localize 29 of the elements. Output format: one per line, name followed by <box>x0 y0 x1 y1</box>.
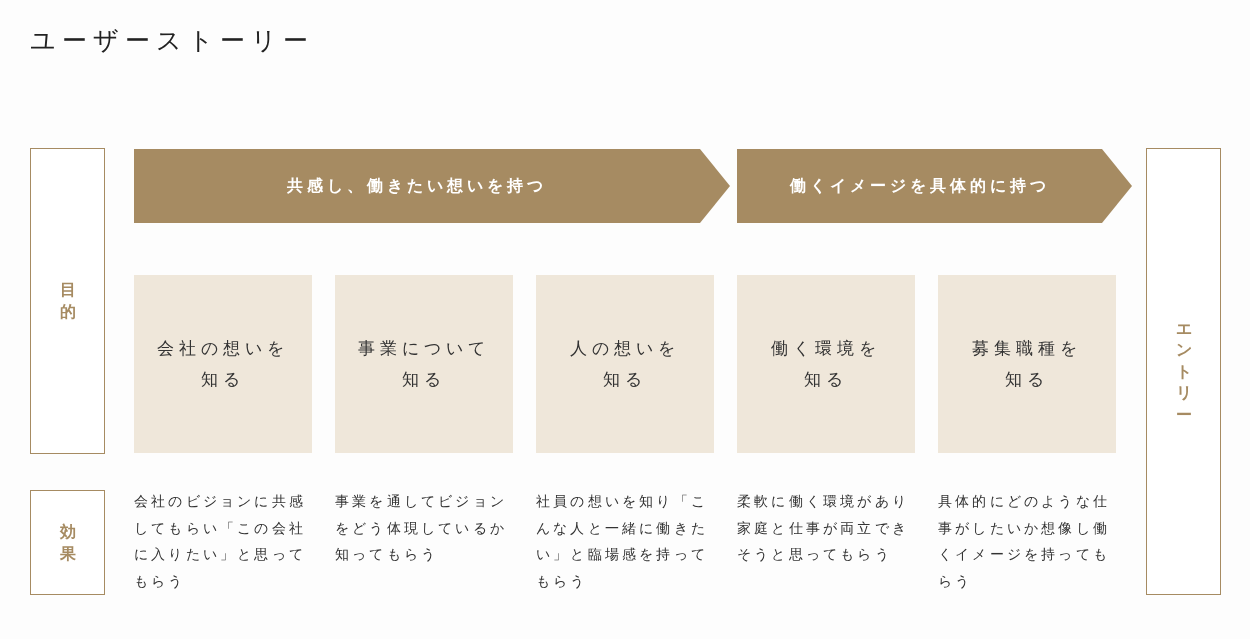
label-box <box>30 148 105 454</box>
effect-text: 社員の想いを知り「こんな人と一緒に働きたい」と臨場感を持ってもらう <box>536 492 709 591</box>
step-card <box>737 275 915 453</box>
page-title: ユーザーストーリー <box>30 25 314 57</box>
step-card <box>335 275 513 453</box>
card-text: 働く環境を <box>771 337 881 360</box>
card-text: 知る <box>603 368 647 391</box>
card-text: 会社の想いを <box>157 337 289 360</box>
label-box <box>30 490 105 595</box>
effect-text: 具体的にどのような仕事がしたいか想像し働くイメージを持ってもらう <box>938 492 1111 591</box>
vertical-label: 効果 <box>59 520 76 565</box>
card-text: 知る <box>402 368 446 391</box>
vertical-label: 目的 <box>59 279 76 323</box>
effect-text: 事業を通してビジョンをどう体現しているか知ってもらう <box>335 492 508 564</box>
card-text: 知る <box>804 368 848 391</box>
effect-text: 柔軟に働く環境があり家庭と仕事が両立できそうと思ってもらう <box>737 492 910 564</box>
banner-text: 働くイメージを具体的に持つ <box>789 175 1051 197</box>
card-text: 募集職種を <box>972 337 1082 360</box>
card-text: 人の想いを <box>570 337 680 360</box>
banner-text: 共感し、働きたい想いを持つ <box>287 175 548 197</box>
step-card <box>134 275 312 453</box>
card-text: 事業について <box>358 337 490 360</box>
effect-text: 会社のビジョンに共感してもらい「この会社に入りたい」と思ってもらう <box>134 492 307 591</box>
step-card <box>536 275 714 453</box>
vertical-label: エントリー <box>1175 317 1192 426</box>
card-text: 知る <box>201 368 245 391</box>
label-box <box>1146 148 1221 595</box>
step-card <box>938 275 1116 453</box>
card-text: 知る <box>1005 368 1049 391</box>
